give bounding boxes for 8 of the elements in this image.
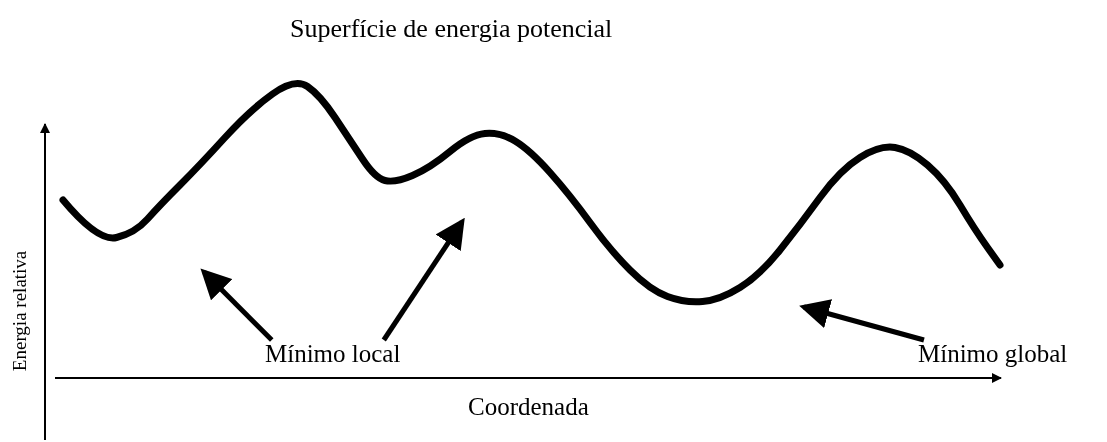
diagram-title: Superfície de energia potencial: [290, 14, 613, 44]
arrow: [381, 217, 465, 342]
arrow: [799, 299, 925, 343]
arrow: [200, 268, 274, 342]
callout-text: Mínimo local: [265, 340, 401, 369]
axis-label: Coordenada: [468, 393, 589, 422]
axis-label: Energia relativa: [9, 250, 32, 372]
callout-text: Mínimo global: [918, 340, 1068, 369]
